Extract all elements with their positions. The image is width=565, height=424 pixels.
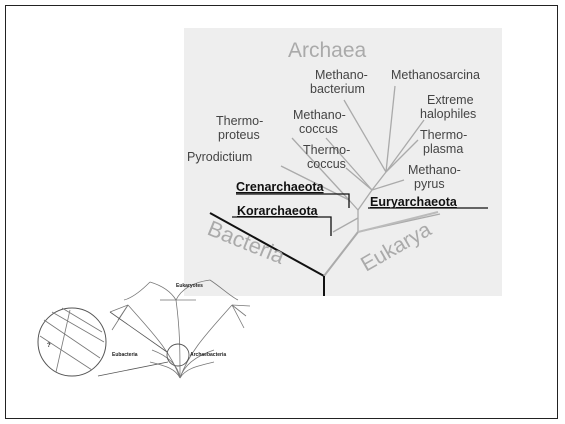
extreme-halophiles-label-line2: halophiles	[420, 107, 476, 121]
methanopyrus-label-line2: pyrus	[414, 177, 445, 191]
extreme-halophiles-label-line1: Extreme	[427, 93, 474, 107]
thermoproteus-label-line1: Thermo-	[216, 114, 263, 128]
pyrodictium-label: Pyrodictium	[187, 150, 252, 164]
inset-eubacteria-label: Eubacteria	[112, 352, 138, 358]
crenarchaeota-label: Crenarchaeota	[236, 180, 325, 194]
thermococcus-label-line1: Thermo-	[303, 143, 350, 157]
methanococcus-label-line2: coccus	[299, 122, 338, 136]
inset-eukaryotes-label: Eukaryotes	[176, 283, 203, 289]
magnifier-connector-top	[110, 312, 167, 352]
euryarchaeota-label: Euryarchaeota	[370, 195, 458, 209]
inset-question-mark: ?	[47, 343, 51, 349]
thermococcus-label-line2: coccus	[307, 157, 346, 171]
thermoplasma-label-line2: plasma	[423, 142, 463, 156]
inset-branches	[110, 280, 250, 378]
magnifier-connector-bottom	[98, 362, 168, 376]
bacteria-label: Bacteria	[204, 215, 289, 269]
inset-archaebacteria-label: Archaebacteria	[190, 352, 226, 358]
magnifier-small-circle	[167, 344, 189, 366]
methanosarcina-label: Methanosarcina	[391, 68, 480, 82]
eukarya-stem	[324, 232, 358, 276]
methanococcus-label-line1: Methano-	[293, 108, 346, 122]
methanobacterium-label-line2: bacterium	[310, 82, 365, 96]
tree-of-life-inset: ? Eukaryotes Eubacteria Archaebacteria	[38, 280, 250, 378]
methanobacterium-label-line1: Methano-	[315, 68, 368, 82]
taxa-labels: Methano- bacterium Methanosarcina Extrem…	[187, 68, 480, 191]
methanopyrus-label-line1: Methano-	[408, 163, 461, 177]
korarchaeota-label: Korarchaeota	[237, 204, 319, 218]
thermoproteus-label-line2: proteus	[218, 128, 260, 142]
eukarya-label: Eukarya	[357, 218, 435, 277]
magnifier-large-circle	[38, 308, 106, 376]
thermoplasma-label-line1: Thermo-	[420, 128, 467, 142]
archaea-label: Archaea	[288, 39, 367, 62]
